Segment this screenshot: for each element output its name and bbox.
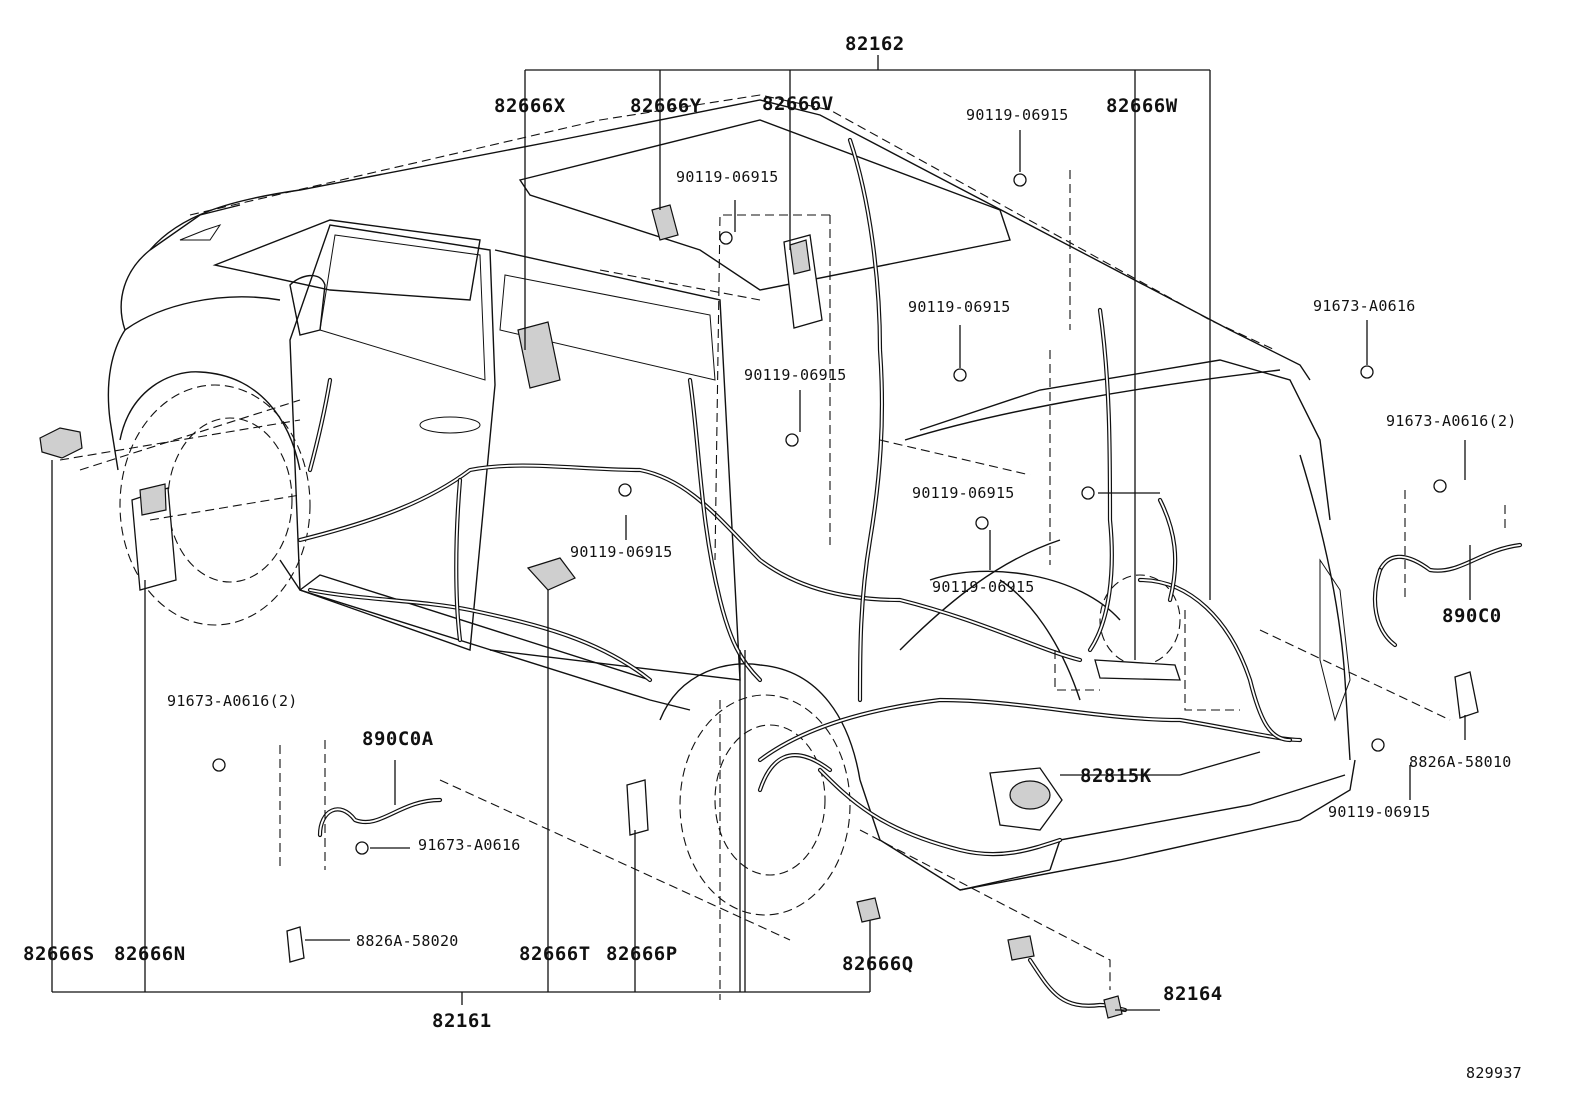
label-82666Q: 82666Q [842, 953, 914, 975]
label-82162: 82162 [845, 33, 905, 55]
label-91673-A0616-a: 91673-A0616 [1313, 297, 1416, 315]
label-bolt-6: 90119-06915 [570, 543, 673, 561]
part-labels: 82162 82666X 82666Y 82666V 82666W 90119-… [23, 33, 1522, 1082]
ecu-82666X [517, 321, 561, 389]
vehicle-body-outline [107, 94, 1356, 916]
connector-82666S [39, 427, 83, 459]
drawing-number: 829937 [1466, 1064, 1522, 1082]
label-91673-A0616-b: 91673-A0616 [418, 836, 521, 854]
label-bolt-7: 90119-06915 [932, 578, 1035, 596]
label-82161: 82161 [432, 1010, 492, 1032]
dashed-leader-lines [59, 170, 1506, 1000]
label-bolt-2: 90119-06915 [676, 168, 779, 186]
label-82666S: 82666S [23, 943, 95, 965]
label-91673-A0616-2a: 91673-A0616(2) [1386, 412, 1517, 430]
bracket-82666T [526, 557, 576, 591]
bracket-8826A-58010 [1454, 671, 1479, 719]
label-82164: 82164 [1163, 983, 1223, 1005]
clip-82666Y [651, 204, 679, 241]
rail-82666W [1094, 659, 1181, 681]
bracket-8826A-58020 [286, 926, 305, 963]
connector-82164-b [1103, 995, 1123, 1019]
relay-82666P [626, 779, 649, 836]
connector-82164-a [1007, 935, 1035, 961]
label-8826A-58020: 8826A-58020 [356, 932, 459, 950]
label-82666N: 82666N [114, 943, 186, 965]
label-890C0A: 890C0A [362, 728, 434, 750]
label-bolt-3: 90119-06915 [908, 298, 1011, 316]
label-82666T: 82666T [519, 943, 591, 965]
label-890C0: 890C0 [1442, 605, 1502, 627]
label-82666Y: 82666Y [630, 95, 702, 117]
label-bolt-8: 90119-06915 [1328, 803, 1431, 821]
label-bolt-4: 90119-06915 [744, 366, 847, 384]
leader-lines [51, 55, 1471, 1011]
label-82815K: 82815K [1080, 765, 1152, 787]
label-91673-A0616-2b: 91673-A0616(2) [167, 692, 298, 710]
harness-wires [297, 137, 1523, 1013]
label-bolt-5: 90119-06915 [912, 484, 1015, 502]
label-bolt-1: 90119-06915 [966, 106, 1069, 124]
label-82666X: 82666X [494, 95, 566, 117]
connector-82666Q [856, 897, 881, 923]
label-82666P: 82666P [606, 943, 678, 965]
label-82666V: 82666V [762, 93, 834, 115]
label-82666W: 82666W [1106, 95, 1178, 117]
label-8826A-58010: 8826A-58010 [1409, 753, 1512, 771]
components [39, 173, 1479, 1019]
